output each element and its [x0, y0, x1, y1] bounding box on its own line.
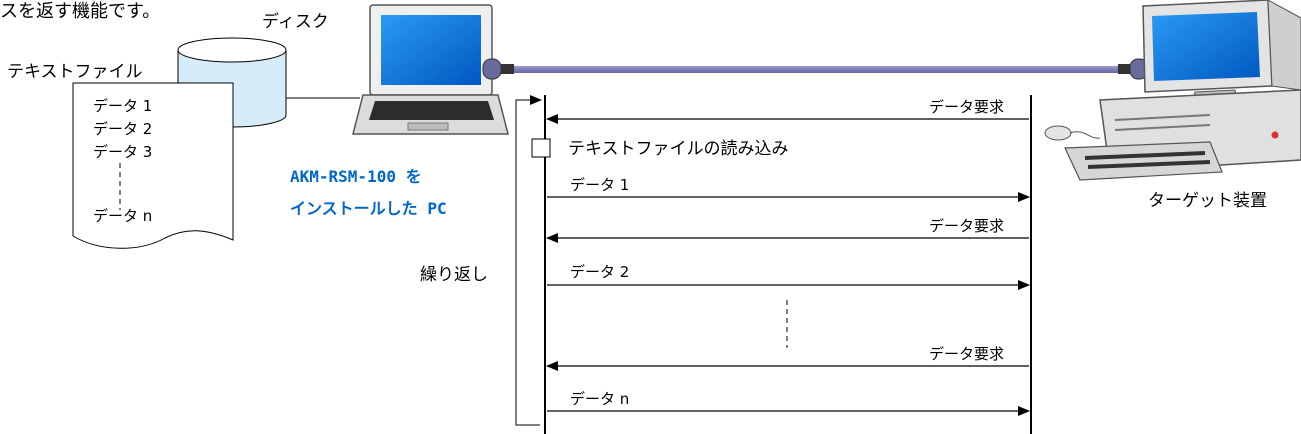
file-item-n: データ n	[93, 207, 152, 225]
file-item-1: データ 1	[93, 97, 152, 115]
message-label-5: データ要求	[929, 345, 1004, 363]
message-5: データ要求	[546, 345, 1029, 371]
read-file-activation	[531, 138, 551, 158]
desktop-computer-icon	[1044, 0, 1301, 181]
message-1: データ要求	[546, 98, 1029, 124]
message-2: データ 1	[547, 176, 1030, 202]
disk-label: ディスク	[262, 11, 329, 32]
textfile-label: テキストファイル	[7, 62, 143, 82]
message-label-2: データ 1	[570, 176, 629, 194]
message-3: データ要求	[546, 217, 1029, 243]
repeat-label: 繰り返し	[420, 265, 488, 285]
message-label-6: データ n	[570, 390, 629, 408]
read-file-label: テキストファイルの読み込み	[568, 139, 789, 159]
target-label: ターゲット装置	[1148, 191, 1267, 211]
textfile-icon	[72, 82, 234, 249]
message-label-4: データ 2	[570, 263, 629, 281]
message-label-3: データ要求	[929, 217, 1004, 235]
pc-label-line1: AKM-RSM-100 を	[290, 167, 422, 186]
message-4: データ 2	[547, 263, 1030, 290]
laptop-icon	[352, 4, 509, 135]
message-label-1: データ要求	[929, 98, 1004, 116]
pc-label-line2: インストールした PC	[290, 199, 447, 218]
serial-cable	[482, 58, 1149, 80]
message-6: データ n	[547, 390, 1030, 416]
file-item-3: データ 3	[93, 143, 152, 161]
repeat-loop-bracket	[515, 99, 540, 426]
top-text: スを返す機能です。	[0, 1, 160, 22]
file-item-2: データ 2	[93, 120, 152, 138]
